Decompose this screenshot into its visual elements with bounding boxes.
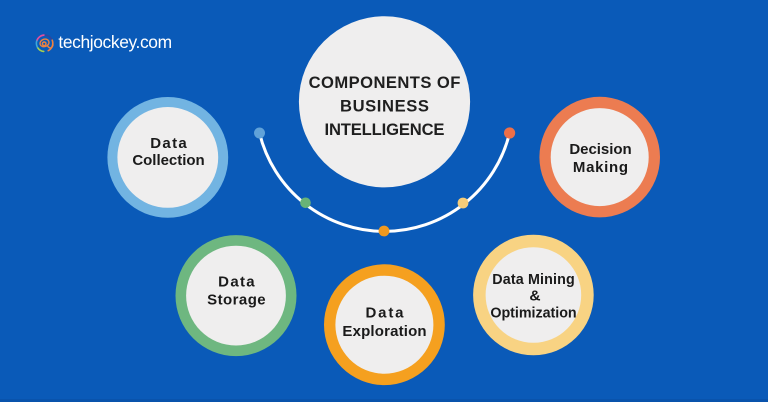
- svg-text:Making: Making: [573, 159, 628, 176]
- svg-text:&: &: [529, 289, 540, 305]
- svg-text:BUSINESS: BUSINESS: [340, 97, 429, 116]
- svg-text:Data: Data: [150, 135, 187, 152]
- svg-text:Storage: Storage: [207, 292, 266, 309]
- svg-text:INTELLIGENCE: INTELLIGENCE: [325, 120, 445, 139]
- svg-text:Optimization: Optimization: [490, 306, 576, 322]
- svg-text:Data: Data: [366, 305, 405, 322]
- svg-text:COMPONENTS OF: COMPONENTS OF: [309, 73, 461, 92]
- svg-text:Collection: Collection: [132, 152, 204, 169]
- svg-text:Data Mining: Data Mining: [492, 272, 575, 288]
- svg-text:Decision: Decision: [569, 141, 631, 158]
- svg-text:techjockey.com: techjockey.com: [58, 32, 172, 52]
- svg-text:Exploration: Exploration: [342, 323, 426, 340]
- svg-text:Data: Data: [218, 274, 255, 291]
